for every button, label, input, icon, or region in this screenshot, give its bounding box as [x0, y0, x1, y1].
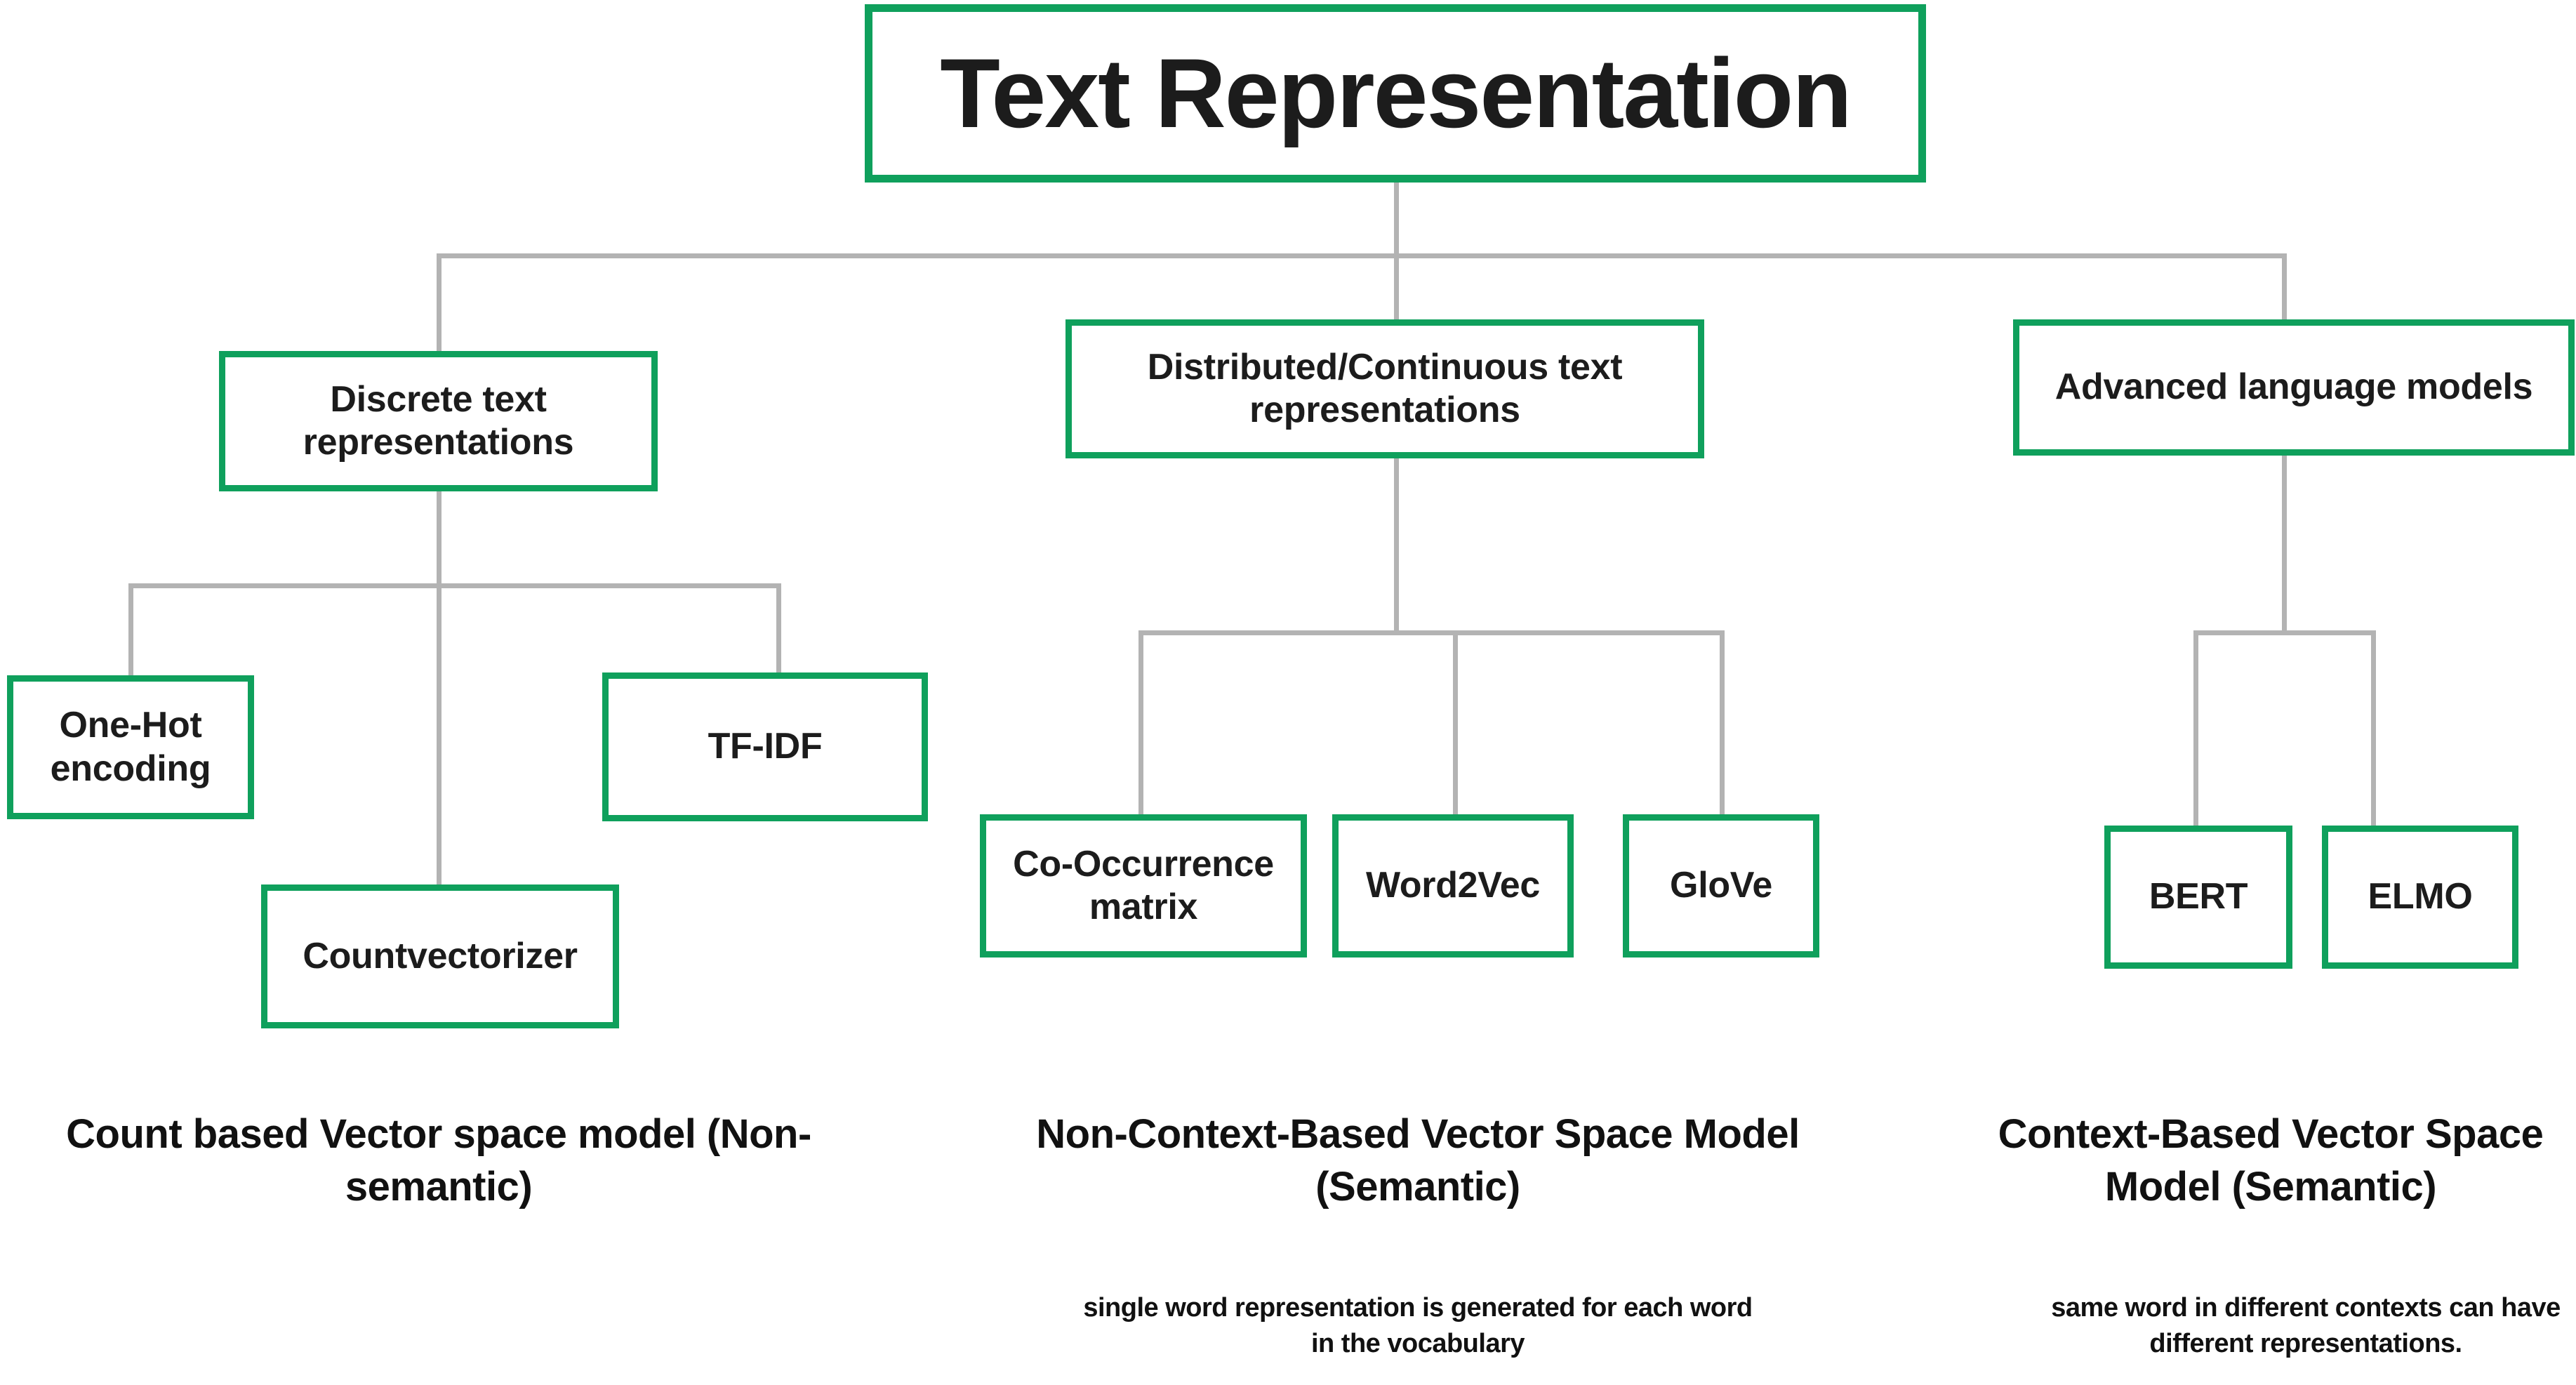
subcaption-distributed: single word representation is generated … [1083, 1293, 1753, 1358]
connector-advanced-stem [2282, 455, 2287, 635]
connector-drop-discrete [437, 253, 441, 353]
caption-discrete: Count based Vector space model (Non-sema… [66, 1111, 811, 1210]
node-one-hot-encoding[interactable]: One-Hot encoding [7, 675, 254, 819]
connector-drop-glove [1720, 630, 1725, 819]
node-word2vec-label: Word2Vec [1365, 865, 1541, 906]
node-discrete[interactable]: Discrete text representations [219, 351, 658, 491]
connector-drop-co-occurrence [1138, 630, 1143, 819]
connector-drop-bert [2193, 630, 2198, 828]
node-bert-label: BERT [2149, 876, 2248, 917]
node-distributed-label: Distributed/Continuous text representati… [1147, 346, 1623, 430]
connector-root-stem [1394, 178, 1399, 258]
node-elmo-label: ELMO [2368, 876, 2473, 917]
node-one-hot-encoding-label: One-Hot encoding [50, 705, 211, 789]
node-bert[interactable]: BERT [2104, 826, 2292, 969]
connector-drop-distributed [1394, 253, 1399, 321]
node-glove-label: GloVe [1670, 865, 1772, 906]
node-countvectorizer[interactable]: Countvectorizer [261, 884, 619, 1028]
node-advanced[interactable]: Advanced language models [2013, 319, 2575, 456]
connector-distributed-stem [1394, 458, 1399, 635]
node-co-occurrence-matrix[interactable]: Co-Occurrence matrix [980, 814, 1307, 957]
connector-advanced-bus [2193, 630, 2376, 635]
node-co-occurrence-matrix-label: Co-Occurrence matrix [1013, 843, 1274, 927]
node-discrete-label: Discrete text representations [303, 378, 574, 463]
connector-drop-elmo [2371, 630, 2376, 828]
caption-advanced: Context-Based Vector Space Model (Semant… [1998, 1111, 2544, 1210]
connector-drop-advanced [2282, 253, 2287, 321]
connector-discrete-bus [128, 583, 781, 588]
node-advanced-label: Advanced language models [2054, 366, 2533, 408]
node-countvectorizer-label: Countvectorizer [303, 935, 578, 976]
node-tf-idf-label: TF-IDF [708, 726, 823, 767]
connector-main-bus [437, 253, 2287, 258]
connector-drop-word2vec [1453, 630, 1458, 819]
node-root-label: Text Representation [940, 38, 1852, 148]
connector-discrete-stem [437, 491, 441, 586]
connector-drop-one-hot [128, 583, 133, 678]
node-distributed[interactable]: Distributed/Continuous text representati… [1065, 319, 1704, 458]
node-root[interactable]: Text Representation [865, 4, 1926, 183]
node-glove[interactable]: GloVe [1623, 814, 1819, 957]
connector-distributed-bus [1138, 630, 1725, 635]
connector-drop-countvectorizer [437, 583, 441, 887]
node-tf-idf[interactable]: TF-IDF [602, 672, 928, 821]
node-word2vec[interactable]: Word2Vec [1332, 814, 1574, 957]
subcaption-advanced: same word in different contexts can have… [2051, 1293, 2561, 1358]
caption-distributed: Non-Context-Based Vector Space Model (Se… [1036, 1111, 1800, 1210]
node-elmo[interactable]: ELMO [2322, 826, 2518, 969]
connector-drop-tf-idf [776, 583, 781, 675]
